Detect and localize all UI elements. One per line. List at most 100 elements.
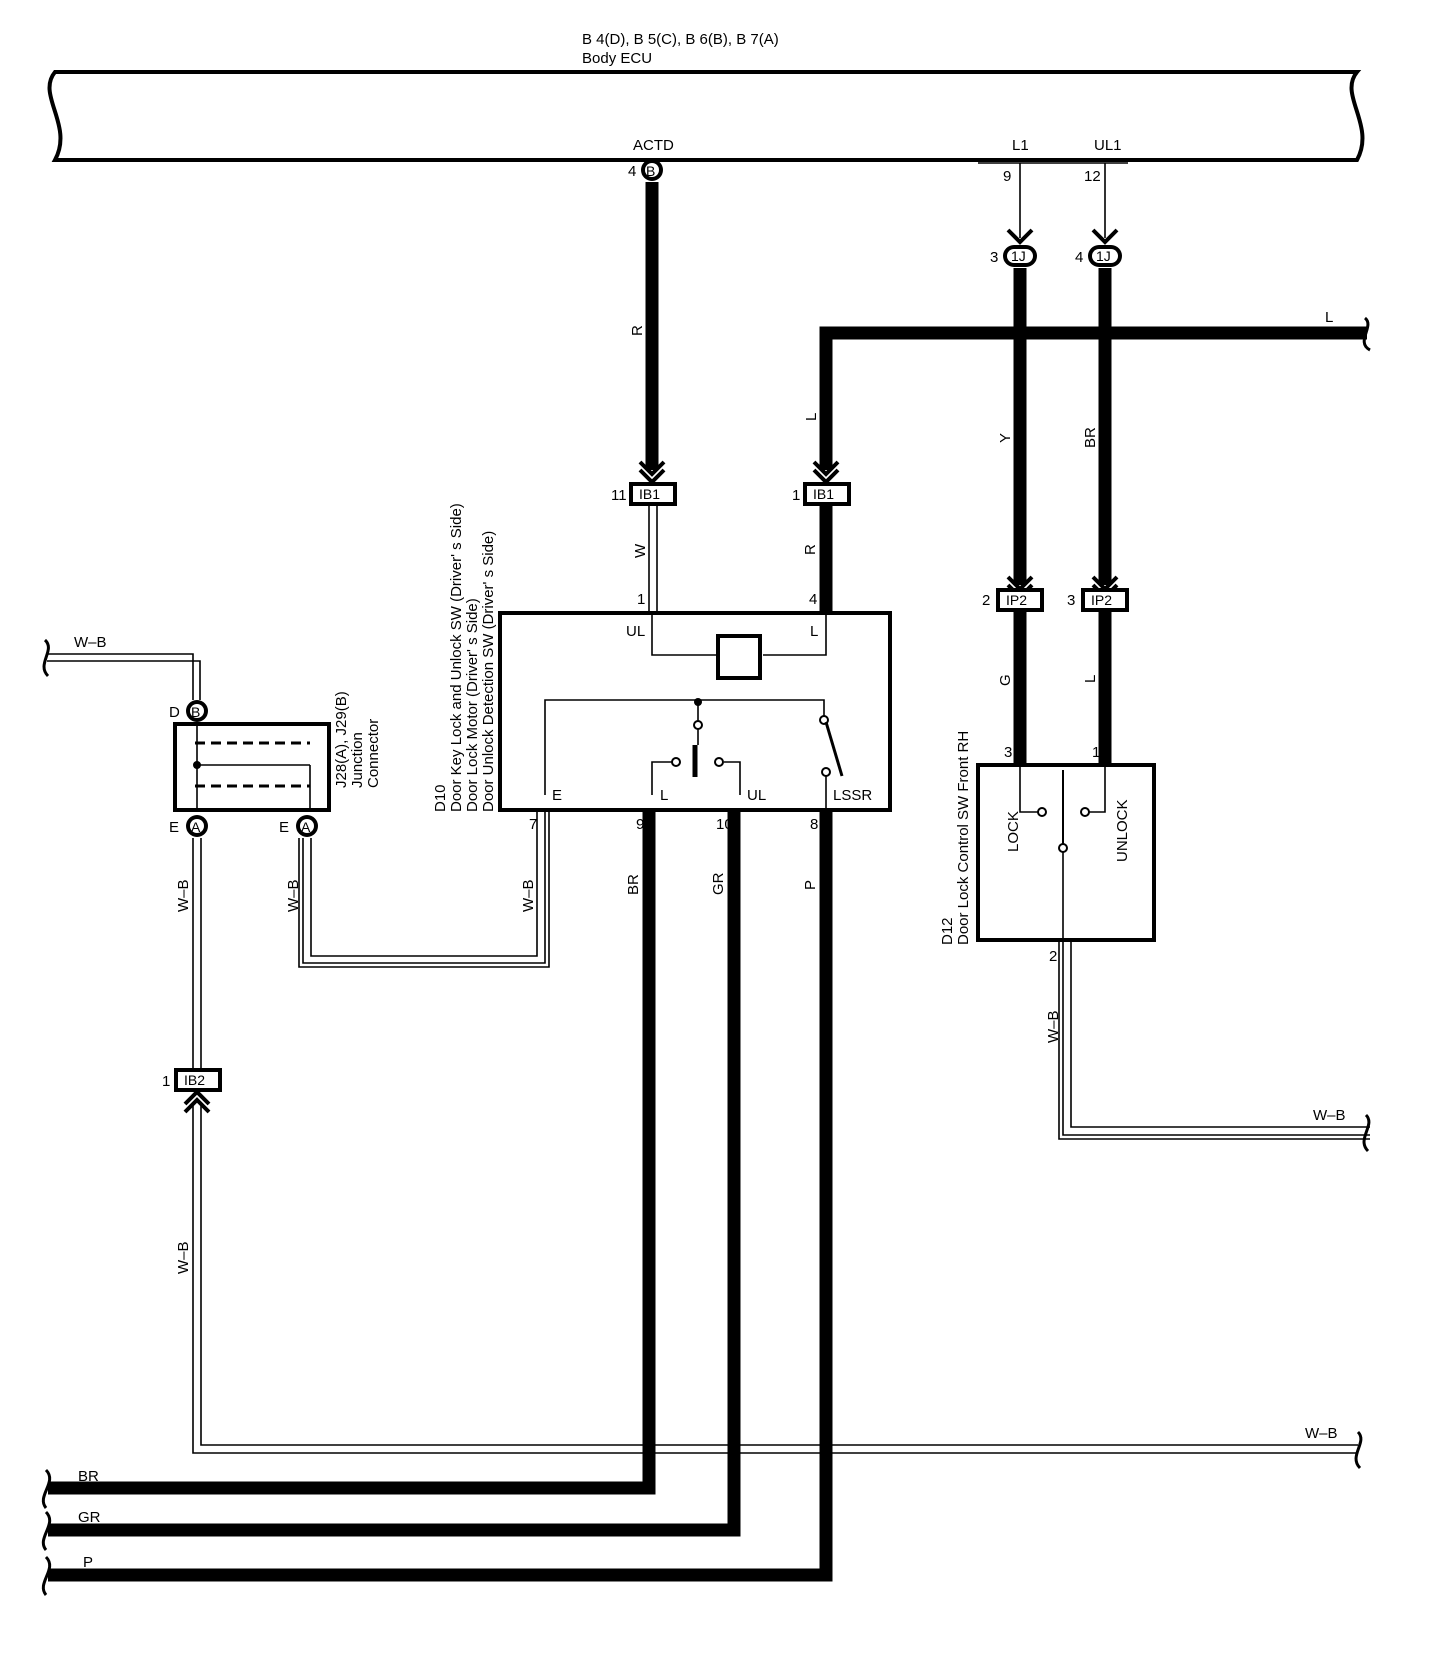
d10-motor [716,634,762,680]
wire-l-main: L L [803,309,1371,485]
d10-pin-1: 1 [637,591,645,608]
d10-pin-e: E [552,787,562,804]
d10-title-2: Door Lock Motor (Driver' s Side) [464,598,481,812]
ib1-connectors: 11 IB1 1 IB1 [611,482,851,506]
d10-pin-8: 8 [810,816,818,833]
ib1-right-connector [803,482,851,506]
wire-label-wb-e-right: W–B [285,879,302,912]
ecu-pin-9: 9 [1003,168,1011,185]
pin-l1: L1 [1012,137,1029,154]
outputs-br-gr-p: BR GR P BR GR P [41,810,833,1596]
d10-pin-lssr: LSSR [833,787,872,804]
ecu-body [47,70,1365,162]
d10-title-1: Door Key Lock and Unlock SW (Driver' s S… [448,503,465,812]
ecu-name: Body ECU [582,50,652,67]
pin-ul1: UL1 [1094,137,1122,154]
d10-pin-9: 9 [636,816,644,833]
d12-box [976,763,1156,942]
wire-label-br: BR [625,874,642,895]
svg-text:IP2: IP2 [1006,592,1027,608]
d10-title-3: Door Unlock Detection SW (Driver' s Side… [480,531,497,812]
1j-right-num: 4 [1075,249,1083,266]
wire-label-wb-top: W–B [74,634,107,651]
d12-pin-1: 1 [1092,744,1100,761]
jc-title-2: Connector [365,719,382,788]
d12-pin-3: 3 [1004,744,1012,761]
ecu-header: B 4(D), B 5(C), B 6(B), B 7(A) [582,31,779,48]
wire-label-y: Y [997,433,1014,443]
wire-label-br-1j: BR [1082,427,1099,448]
wire-label-gr: GR [710,872,727,895]
d12-pin-2: 2 [1049,948,1057,965]
d12-component: LOCK UNLOCK D12 Door Lock Control SW Fro… [939,731,1156,965]
wire-wb-e-left: W–B 1 IB2 W–B W–B [162,838,1363,1470]
d10-pin-7: 7 [529,816,537,833]
jc-e-left: E [169,819,179,836]
svg-text:A: A [301,819,311,835]
ip2-right-num: 3 [1067,592,1075,609]
svg-text:B: B [646,163,655,179]
wire-wb-e-right: W–B W–B [285,812,550,968]
d10-box [498,611,892,812]
ip2-right-connector [1081,588,1129,612]
wire-label-p: P [802,880,819,890]
svg-text:B: B [191,704,200,720]
svg-text:IB2: IB2 [184,1072,205,1088]
out-label-br: BR [78,1468,99,1485]
wire-label-wb-d12: W–B [1045,1010,1062,1043]
wire-label-l-d12: L [1082,675,1099,683]
wire-label-l-right: L [1325,309,1333,326]
out-label-p: P [83,1554,93,1571]
wire-g-l-d12: G L 3 1 [997,612,1112,765]
wire-label-l-main: L [803,413,820,421]
wire-wb-d12: W–B W–B [1045,942,1371,1153]
d10-pin-ul-bottom: UL [747,787,766,804]
wire-y-br: Y BR [997,268,1119,600]
jc-box [173,722,331,812]
svg-text:A: A [191,819,201,835]
ecu-pin-12: 12 [1084,168,1101,185]
ib1-left-num: 11 [611,487,627,504]
d12-lock: LOCK [1005,811,1022,852]
d10-pin-l: L [660,787,668,804]
jc-d-label: D [169,704,180,721]
junction-1j: 3 1J 4 1J [990,245,1122,267]
body-ecu: B 4(D), B 5(C), B 6(B), B 7(A) Body ECU … [47,31,1365,185]
jc-e-right: E [279,819,289,836]
wire-w-r-d10: W R 1 4 [632,506,833,612]
svg-text:1J: 1J [1011,248,1026,264]
d10-component: UL L E L UL LSSR 7 9 10 8 D10 Door Key L… [432,503,892,833]
wire-label-wb-d12-right: W–B [1313,1107,1346,1124]
junction-connector: W–B D B E A E A J28(A), J29(B) Junction … [42,634,382,837]
ib1-right-num: 1 [792,487,800,504]
1j-left-num: 3 [990,249,998,266]
jc-title-0: J28(A), J29(B) [333,691,350,788]
pin-actd: ACTD [633,137,674,154]
d10-title-0: D10 [432,784,449,812]
wire-l1-ul1 [1006,163,1119,245]
ecu-pin-4: 4 [628,163,636,180]
svg-text:IB1: IB1 [639,486,660,502]
ib2-connector [174,1068,222,1092]
wire-label-wb-bottom-right: W–B [1305,1425,1338,1442]
wire-label-r-d10: R [802,544,819,555]
ip2-connectors: 2 IP2 3 IP2 [982,588,1129,612]
d10-pin-ul: UL [626,623,645,640]
d12-title-1: Door Lock Control SW Front RH [955,731,972,945]
svg-text:IP2: IP2 [1091,592,1112,608]
svg-text:IB1: IB1 [813,486,834,502]
ib2-num: 1 [162,1073,170,1090]
wire-label-wb-e7: W–B [520,879,537,912]
wire-label-wb-ib2: W–B [175,1241,192,1274]
d10-pin-4: 4 [809,591,817,608]
svg-text:1J: 1J [1096,248,1111,264]
wire-label-r: R [629,325,646,336]
d12-unlock: UNLOCK [1114,799,1131,862]
out-label-gr: GR [78,1509,101,1526]
ip2-left-num: 2 [982,592,990,609]
wire-actd-r: R [629,182,666,485]
d10-pin-l-top: L [810,623,818,640]
ip2-left-connector [996,588,1044,612]
wire-label-g: G [997,674,1014,686]
